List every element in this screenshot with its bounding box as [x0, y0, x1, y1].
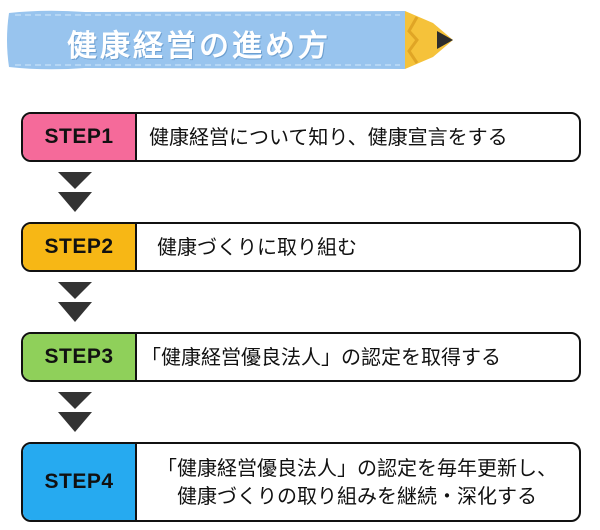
step-2-line-1: 健康づくりに取り組む [157, 235, 357, 259]
step-3-description: 「健康経営優良法人」の認定を取得する [141, 334, 569, 380]
pencil-icon [7, 10, 453, 70]
step-4-line-2: 健康づくりの取り組みを継続・深化する [177, 484, 537, 508]
step-1-box: STEP1 健康経営について知り、健康宣言をする [21, 112, 581, 162]
down-arrow-icon [58, 282, 92, 322]
step-4-line-1: 「健康経営優良法人」の認定を毎年更新し、 [157, 456, 557, 480]
step-4-badge: STEP4 [23, 444, 137, 520]
down-arrow-icon [58, 392, 92, 432]
step-2-badge: STEP2 [23, 224, 137, 270]
step-3-line-1: 「健康経営優良法人」の認定を取得する [141, 345, 501, 369]
step-2-description: 健康づくりに取り組む [157, 224, 569, 270]
title-banner: 健康経営の進め方 [5, 9, 457, 71]
step-4-description: 「健康経営優良法人」の認定を毎年更新し、 健康づくりの取り組みを継続・深化する [135, 444, 579, 520]
step-4-box: STEP4 「健康経営優良法人」の認定を毎年更新し、 健康づくりの取り組みを継続… [21, 442, 581, 522]
page-title: 健康経営の進め方 [67, 29, 331, 64]
down-arrow-icon [58, 172, 92, 212]
step-1-line-1: 健康経営について知り、健康宣言をする [149, 125, 508, 149]
step-2-box: STEP2 健康づくりに取り組む [21, 222, 581, 272]
step-3-box: STEP3 「健康経営優良法人」の認定を取得する [21, 332, 581, 382]
step-1-description: 健康経営について知り、健康宣言をする [149, 114, 569, 160]
step-1-badge: STEP1 [23, 114, 137, 160]
step-3-badge: STEP3 [23, 334, 137, 380]
